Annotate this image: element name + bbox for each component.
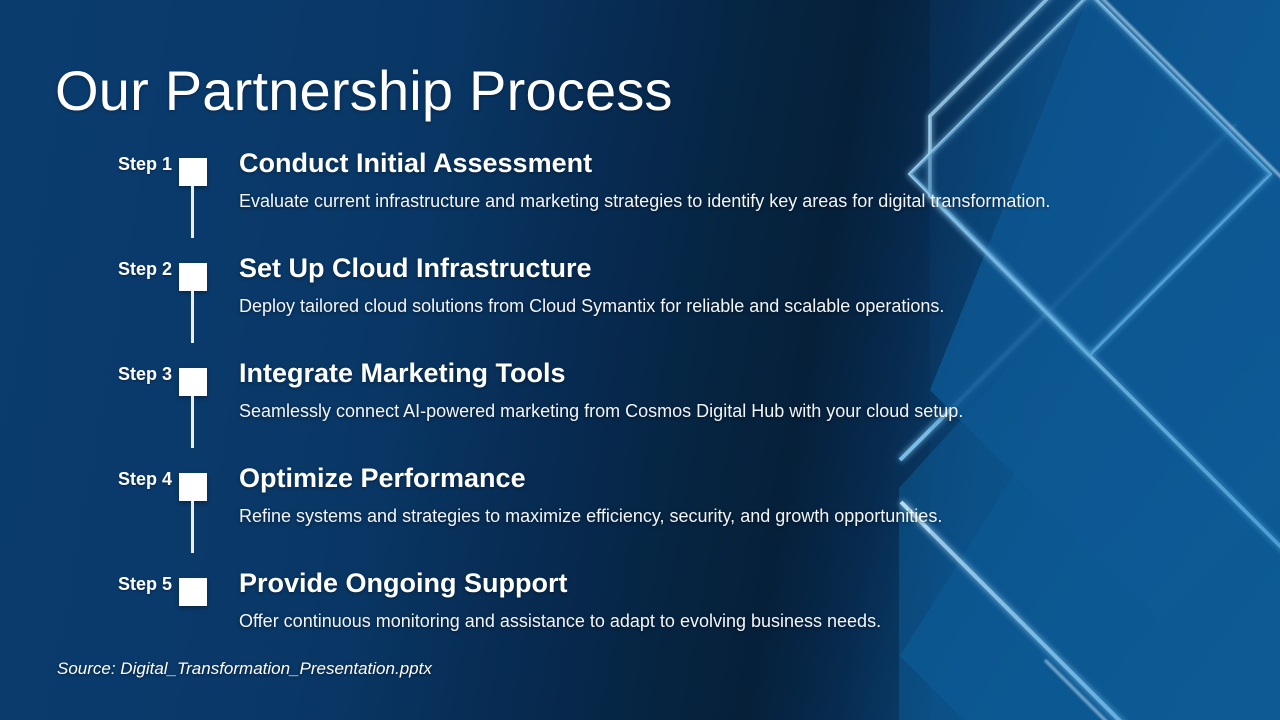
page-title: Our Partnership Process (55, 59, 673, 122)
step-label: Step 5 (117, 574, 172, 594)
step-body: Provide Ongoing Support Offer continuous… (239, 568, 1240, 633)
step-marker (179, 368, 207, 448)
step-body: Set Up Cloud Infrastructure Deploy tailo… (239, 253, 1240, 318)
step-label: Step 1 (117, 154, 172, 174)
step-description: Refine systems and strategies to maximiz… (239, 506, 943, 527)
step-connector-line (191, 501, 194, 553)
process-step: Step 1 Conduct Initial Assessment Evalua… (0, 148, 1280, 253)
step-body: Optimize Performance Refine systems and … (239, 463, 1240, 528)
step-marker (179, 263, 207, 343)
step-description: Offer continuous monitoring and assistan… (239, 611, 882, 632)
step-marker-square (179, 158, 207, 186)
process-steps-list: Step 1 Conduct Initial Assessment Evalua… (0, 148, 1280, 673)
step-description: Seamlessly connect AI-powered marketing … (239, 401, 964, 422)
step-connector-line (191, 291, 194, 343)
step-label: Step 2 (117, 259, 172, 279)
step-marker-square (179, 473, 207, 501)
step-label: Step 4 (117, 469, 172, 489)
step-marker-square (179, 368, 207, 396)
step-body: Integrate Marketing Tools Seamlessly con… (239, 358, 1240, 423)
step-body: Conduct Initial Assessment Evaluate curr… (239, 148, 1240, 213)
step-connector-line (191, 396, 194, 448)
process-step: Step 5 Provide Ongoing Support Offer con… (0, 568, 1280, 673)
step-title: Provide Ongoing Support (239, 568, 568, 598)
step-title: Integrate Marketing Tools (239, 358, 566, 388)
process-step: Step 4 Optimize Performance Refine syste… (0, 463, 1280, 568)
step-title: Conduct Initial Assessment (239, 148, 593, 178)
step-description: Evaluate current infrastructure and mark… (239, 191, 1051, 212)
step-marker (179, 578, 207, 606)
step-marker-square (179, 263, 207, 291)
step-connector-line (191, 186, 194, 238)
step-marker (179, 158, 207, 238)
step-title: Optimize Performance (239, 463, 526, 493)
process-step: Step 3 Integrate Marketing Tools Seamles… (0, 358, 1280, 463)
source-caption: Source: Digital_Transformation_Presentat… (57, 659, 432, 678)
step-description: Deploy tailored cloud solutions from Clo… (239, 296, 945, 317)
step-title: Set Up Cloud Infrastructure (239, 253, 592, 283)
process-step: Step 2 Set Up Cloud Infrastructure Deplo… (0, 253, 1280, 358)
step-marker-square (179, 578, 207, 606)
step-label: Step 3 (117, 364, 172, 384)
step-marker (179, 473, 207, 553)
